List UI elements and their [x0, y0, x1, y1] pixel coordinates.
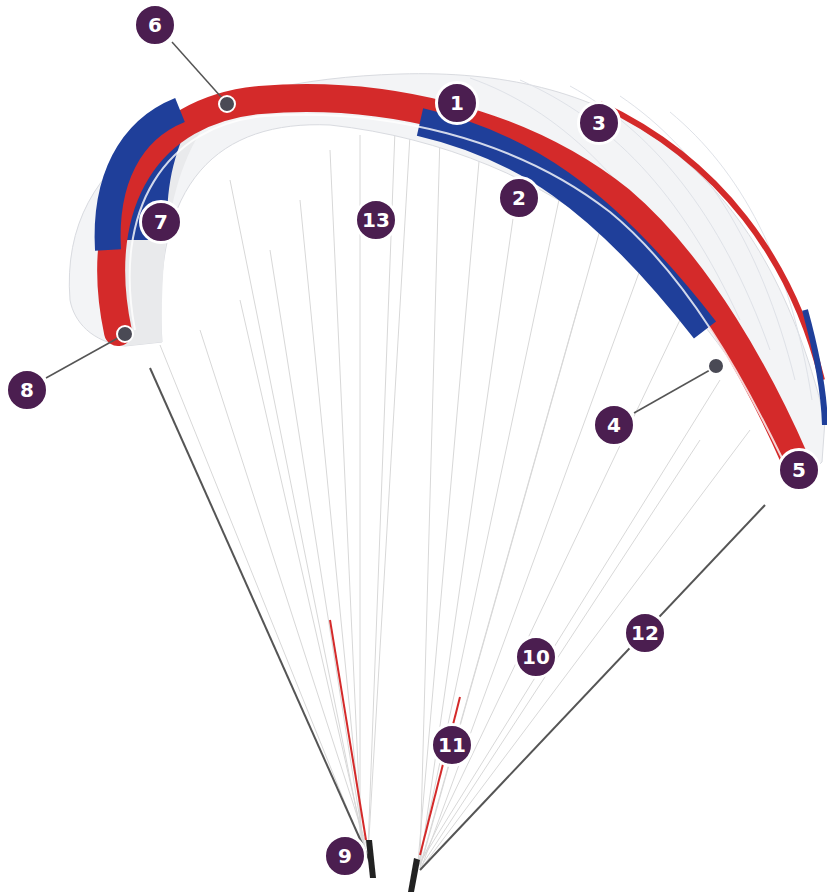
callout-number: 13 [362, 208, 390, 232]
callout-badge: 1 [435, 81, 479, 125]
callout-badge: 2 [497, 176, 541, 220]
callout-number: 1 [450, 91, 464, 115]
callout-number: 4 [607, 413, 621, 437]
callout-badge: 8 [5, 368, 49, 412]
callout-number: 9 [338, 844, 352, 868]
callout-badge: 9 [323, 834, 367, 878]
callout-number: 2 [512, 186, 526, 210]
callout-badge: 12 [623, 611, 667, 655]
callout-badge: 11 [430, 723, 474, 767]
callout-badge: 3 [577, 101, 621, 145]
callout-number: 8 [20, 378, 34, 402]
callout-number: 10 [522, 645, 550, 669]
callout-badge: 7 [139, 200, 183, 244]
callout-badge: 6 [133, 3, 177, 47]
callout-number: 12 [631, 621, 659, 645]
callout-number: 11 [438, 733, 466, 757]
callout-number: 3 [592, 111, 606, 135]
callout-badge: 5 [777, 448, 821, 492]
callout-badge: 10 [514, 635, 558, 679]
callout-number: 6 [148, 13, 162, 37]
callout-number: 7 [154, 210, 168, 234]
callout-badge: 13 [354, 198, 398, 242]
callout-badge: 4 [592, 403, 636, 447]
callout-number: 5 [792, 458, 806, 482]
